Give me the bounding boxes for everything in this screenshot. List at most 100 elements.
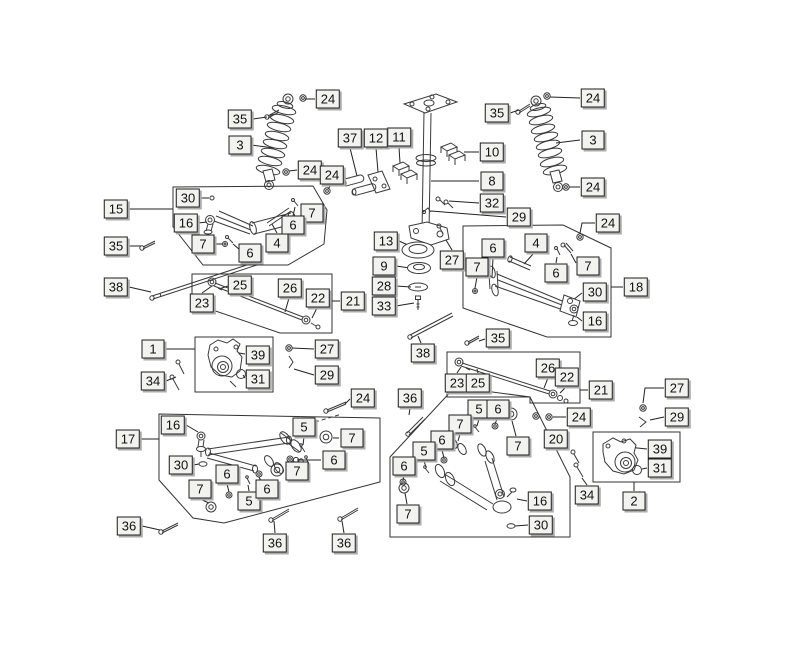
callout-label-7: 7	[300, 203, 324, 223]
leader-line-23	[201, 285, 213, 294]
callout-label-35: 35	[103, 236, 129, 256]
callout-label-5: 5	[292, 417, 316, 437]
leader-line-36	[141, 525, 161, 531]
leader-line-23	[456, 366, 462, 374]
handlebar-clamp-upper	[439, 142, 467, 165]
leader-line-26	[284, 297, 290, 313]
stem-bolts	[422, 196, 454, 235]
leader-line-27	[291, 347, 315, 350]
callout-label-25: 25	[465, 373, 491, 393]
leader-line-6	[292, 206, 296, 217]
callout-label-30: 30	[528, 515, 554, 535]
tie-rod-left	[207, 277, 321, 330]
callout-label-10: 10	[479, 142, 505, 162]
leader-line-6	[226, 483, 230, 493]
callout-label-34: 34	[140, 371, 166, 391]
lower-left-arm-box	[158, 413, 381, 524]
callout-label-21: 21	[588, 380, 614, 400]
callout-label-38: 38	[410, 343, 436, 363]
callout-label-23: 23	[444, 373, 470, 393]
callout-label-7: 7	[340, 428, 364, 448]
callout-label-27: 27	[664, 378, 690, 398]
leader-line-37	[349, 147, 358, 177]
callout-label-9: 9	[372, 256, 396, 276]
callout-label-34: 34	[574, 485, 600, 505]
left-knuckle-box	[194, 336, 274, 393]
leader-line-30	[192, 463, 200, 466]
leader-line-16	[576, 316, 583, 322]
upper-left-a-arm-box	[172, 185, 328, 266]
callout-label-24: 24	[350, 388, 376, 408]
leader-line-38	[128, 286, 152, 293]
callout-label-7: 7	[465, 257, 489, 277]
callout-label-7: 7	[396, 504, 420, 524]
leader-line-7	[474, 276, 478, 289]
callout-label-6: 6	[544, 263, 568, 283]
callout-label-6: 6	[281, 215, 305, 235]
handlebar-clamp-lower	[391, 161, 419, 184]
callout-label-7: 7	[506, 436, 530, 456]
callout-label-36: 36	[331, 533, 357, 553]
leader-line-34	[581, 477, 588, 486]
leader-line-29	[649, 416, 665, 421]
callout-label-17: 17	[115, 429, 141, 449]
callout-label-16: 16	[173, 213, 199, 233]
callout-label-15: 15	[103, 199, 129, 219]
callout-label-20: 20	[543, 429, 569, 449]
leader-line-35	[509, 109, 520, 114]
callout-label-6: 6	[392, 456, 416, 476]
callout-label-5: 5	[467, 399, 491, 419]
callout-label-16: 16	[582, 311, 608, 331]
callout-label-3: 3	[228, 135, 252, 155]
callout-label-6: 6	[486, 399, 510, 419]
spindle-nuts	[532, 412, 553, 421]
callout-label-24: 24	[580, 177, 606, 197]
leader-line-35	[478, 338, 486, 342]
callout-label-6: 6	[255, 479, 279, 499]
leader-line-36	[341, 520, 345, 534]
callout-label-22: 22	[554, 367, 580, 387]
callout-label-36: 36	[262, 533, 288, 553]
callout-label-6: 6	[322, 450, 346, 470]
leader-line-7	[199, 498, 210, 504]
callout-label-5: 5	[412, 441, 436, 461]
shock-absorber-right	[526, 95, 568, 192]
callout-label-35: 35	[484, 103, 510, 123]
callout-label-31: 31	[647, 458, 673, 478]
callout-label-24: 24	[566, 407, 592, 427]
leader-line-29	[430, 210, 507, 218]
upper-right-a-arm-box	[462, 224, 612, 338]
leader-line-32	[448, 200, 480, 204]
leader-line-27	[642, 387, 664, 404]
callout-label-24: 24	[319, 165, 345, 185]
shock-mount-nuts	[264, 92, 570, 195]
callout-label-24: 24	[315, 89, 341, 109]
leader-line-24	[579, 222, 595, 234]
leader-line-33	[395, 302, 415, 307]
steering-stem-bearing-parts	[401, 241, 435, 310]
leader-line-5	[247, 484, 250, 492]
knuckle-right-hardware	[570, 404, 647, 478]
callout-label-29: 29	[314, 365, 340, 385]
callout-label-24: 24	[297, 160, 323, 180]
callout-label-30: 30	[175, 188, 201, 208]
leader-line-36	[273, 520, 276, 534]
leader-line-22	[559, 386, 567, 394]
callout-label-38: 38	[103, 277, 129, 297]
callout-label-18: 18	[623, 277, 649, 297]
callout-label-29: 29	[506, 207, 532, 227]
callout-label-29: 29	[664, 407, 690, 427]
leader-line-22	[311, 307, 318, 319]
callout-label-16: 16	[160, 415, 186, 435]
callout-label-7: 7	[448, 414, 472, 434]
callout-label-1: 1	[141, 339, 165, 359]
callout-label-27: 27	[314, 339, 340, 359]
callout-label-2: 2	[622, 491, 646, 511]
callout-label-28: 28	[371, 276, 397, 296]
callout-label-6: 6	[238, 243, 262, 263]
callout-label-30: 30	[582, 282, 608, 302]
callout-label-33: 33	[371, 296, 397, 316]
